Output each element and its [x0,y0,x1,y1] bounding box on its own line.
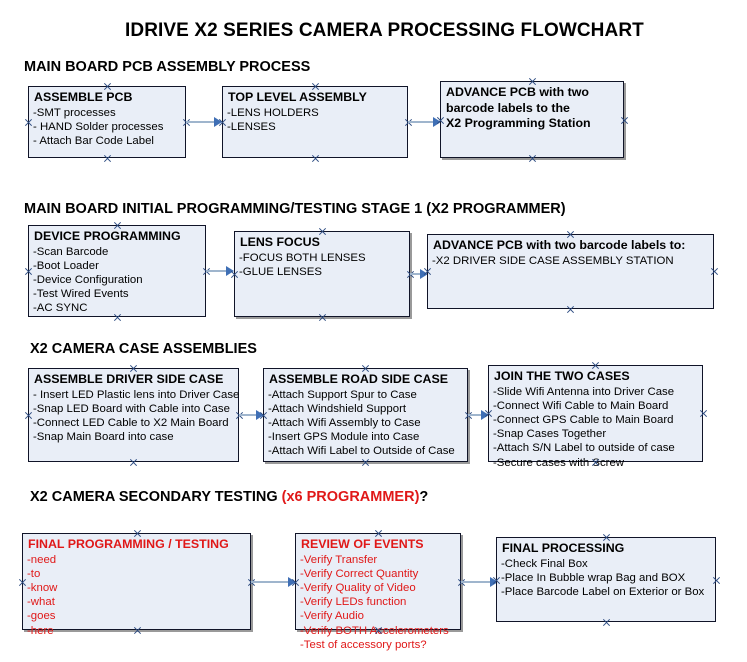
box-line: -Test Wired Events [33,288,129,301]
connector-arrow [251,581,291,583]
box-line: -Verify BOTH Accelerometers [300,624,449,637]
box-line: -GLUE LENSES [239,265,322,278]
box-advance-pcb-driver-side[interactable]: ADVANCE PCB with two barcode labels to: … [427,234,714,309]
box-line: - Attach Bar Code Label [33,134,154,147]
box-title: ASSEMBLE PCB [34,90,133,104]
section-heading-4-text: X2 CAMERA SECONDARY TESTING [30,489,282,505]
box-title: ADVANCE PCB with two barcode labels to: [433,238,686,252]
box-line: -Connect GPS Cable to Main Board [493,413,674,426]
arrowhead-icon [420,269,428,279]
section-heading-2: MAIN BOARD INITIAL PROGRAMMING/TESTING S… [24,201,566,217]
page-title: IDRIVE X2 SERIES CAMERA PROCESSING FLOWC… [125,20,644,41]
box-line: -goes [27,610,56,623]
box-line: -Scan Barcode [33,245,109,258]
box-line: - Insert LED Plastic lens into Driver Ca… [33,388,240,401]
arrowhead-icon [256,410,264,420]
box-line: -here [27,624,54,637]
arrowhead-icon [288,577,296,587]
box-lens-focus[interactable]: LENS FOCUS -FOCUS BOTH LENSES -GLUE LENS… [234,231,410,317]
connector-arrow [408,121,436,123]
box-line: -Secure cases with Screw [493,456,625,469]
box-title: REVIEW OF EVENTS [301,537,424,551]
box-line: -Boot Loader [33,259,99,272]
box-line: -to [27,567,41,580]
box-join-the-two-cases[interactable]: JOIN THE TWO CASES -Slide Wifi Antenna i… [488,365,703,469]
section-heading-4-red: (x6 PROGRAMMER) [281,489,420,505]
box-line: -Attach Windshield Support [268,402,407,415]
box-line: -FOCUS BOTH LENSES [239,251,366,264]
box-line: -Verify Correct Quantity [300,567,419,580]
box-line: -Verify Quality of Video [300,581,416,594]
arrowhead-icon [226,266,234,276]
box-line: -Connect Wifi Cable to Main Board [493,399,669,412]
box-line: -Verify LEDs function [300,596,407,609]
box-line: -AC SYNC [33,302,88,315]
arrowhead-icon [481,410,489,420]
box-line: -LENS HOLDERS [227,106,319,119]
box-line: -Verify Audio [300,610,364,623]
box-line: X2 Programming Station [446,116,591,130]
section-heading-3-text: X2 CAMERA CASE ASSEMBLIES [30,341,257,357]
box-line: -Attach Wifi Assembly to Case [268,416,421,429]
box-line: -Check Final Box [501,557,588,570]
box-device-programming[interactable]: DEVICE PROGRAMMING -Scan Barcode -Boot L… [28,225,206,317]
box-line: -Slide Wifi Antenna into Driver Case [493,385,675,398]
box-line: -Attach S/N Label to outside of case [493,442,675,455]
box-line: -Snap LED Board with Cable into Case [33,402,230,415]
box-line: - HAND Solder processes [33,120,164,133]
box-line: barcode labels to the [446,100,570,115]
box-line: -Connect LED Cable to X2 Main Board [33,416,229,429]
box-line: -Attach Wifi Label to Outside of Case [268,445,455,458]
box-final-processing[interactable]: FINAL PROCESSING -Check Final Box -Place… [496,537,716,622]
arrowhead-icon [490,577,498,587]
box-line: -Snap Cases Together [493,428,607,441]
box-line: -X2 DRIVER SIDE CASE ASSEMBLY STATION [432,254,674,267]
box-line: -need [27,553,57,566]
section-heading-2-text: MAIN BOARD INITIAL PROGRAMMING/TESTING S… [24,201,566,217]
section-heading-1-text: MAIN BOARD PCB ASSEMBLY PROCESS [24,59,311,75]
section-heading-4: X2 CAMERA SECONDARY TESTING (x6 PROGRAMM… [30,489,428,505]
box-final-programming-testing[interactable]: FINAL PROGRAMMING / TESTING -need -to -k… [22,533,251,637]
box-title: ADVANCE PCB with two [446,85,589,99]
box-line: -Snap Main Board into case [33,431,174,444]
connector-arrow [461,581,493,583]
section-heading-4-tail: ? [419,489,429,505]
box-assemble-road-side-case[interactable]: ASSEMBLE ROAD SIDE CASE -Attach Support … [263,368,468,462]
section-heading-1: MAIN BOARD PCB ASSEMBLY PROCESS [24,59,310,75]
section-heading-3: X2 CAMERA CASE ASSEMBLIES [30,341,257,357]
box-title: FINAL PROCESSING [502,541,625,555]
connector-arrow [206,270,228,272]
box-line: -Attach Support Spur to Case [268,388,417,401]
connector-arrow [239,414,259,416]
box-advance-pcb-programming-station[interactable]: ADVANCE PCB with two barcode labels to t… [440,81,624,158]
arrowhead-icon [214,117,222,127]
box-line: -Place In Bubble wrap Bag and BOX [501,571,686,584]
box-line: -Verify Transfer [300,553,378,566]
box-title: ASSEMBLE ROAD SIDE CASE [269,372,448,386]
box-review-of-events[interactable]: REVIEW OF EVENTS -Verify Transfer -Verif… [295,533,461,651]
arrowhead-icon [433,117,441,127]
box-line: -Insert GPS Module into Case [268,431,420,444]
connector-arrow [410,273,424,275]
connector-arrow [186,121,216,123]
box-line: -SMT processes [33,106,116,119]
box-title: ASSEMBLE DRIVER SIDE CASE [34,372,224,386]
box-line: -know [27,581,58,594]
box-line: -LENSES [227,120,276,133]
box-top-level-assembly[interactable]: TOP LEVEL ASSEMBLY -LENS HOLDERS -LENSES [222,86,408,158]
connector-arrow [468,414,484,416]
box-assemble-pcb[interactable]: ASSEMBLE PCB -SMT processes - HAND Solde… [28,86,186,158]
box-line: -what [27,596,55,609]
box-title: DEVICE PROGRAMMING [34,229,181,243]
box-line: -Device Configuration [33,273,143,286]
box-title: TOP LEVEL ASSEMBLY [228,90,367,104]
box-title: LENS FOCUS [240,235,320,249]
box-title: FINAL PROGRAMMING / TESTING [28,537,229,551]
box-line: -Place Barcode Label on Exterior or Box [501,585,705,598]
box-line: -Test of accessory ports? [300,638,427,651]
box-assemble-driver-side-case[interactable]: ASSEMBLE DRIVER SIDE CASE - Insert LED P… [28,368,239,462]
box-title: JOIN THE TWO CASES [494,369,630,383]
